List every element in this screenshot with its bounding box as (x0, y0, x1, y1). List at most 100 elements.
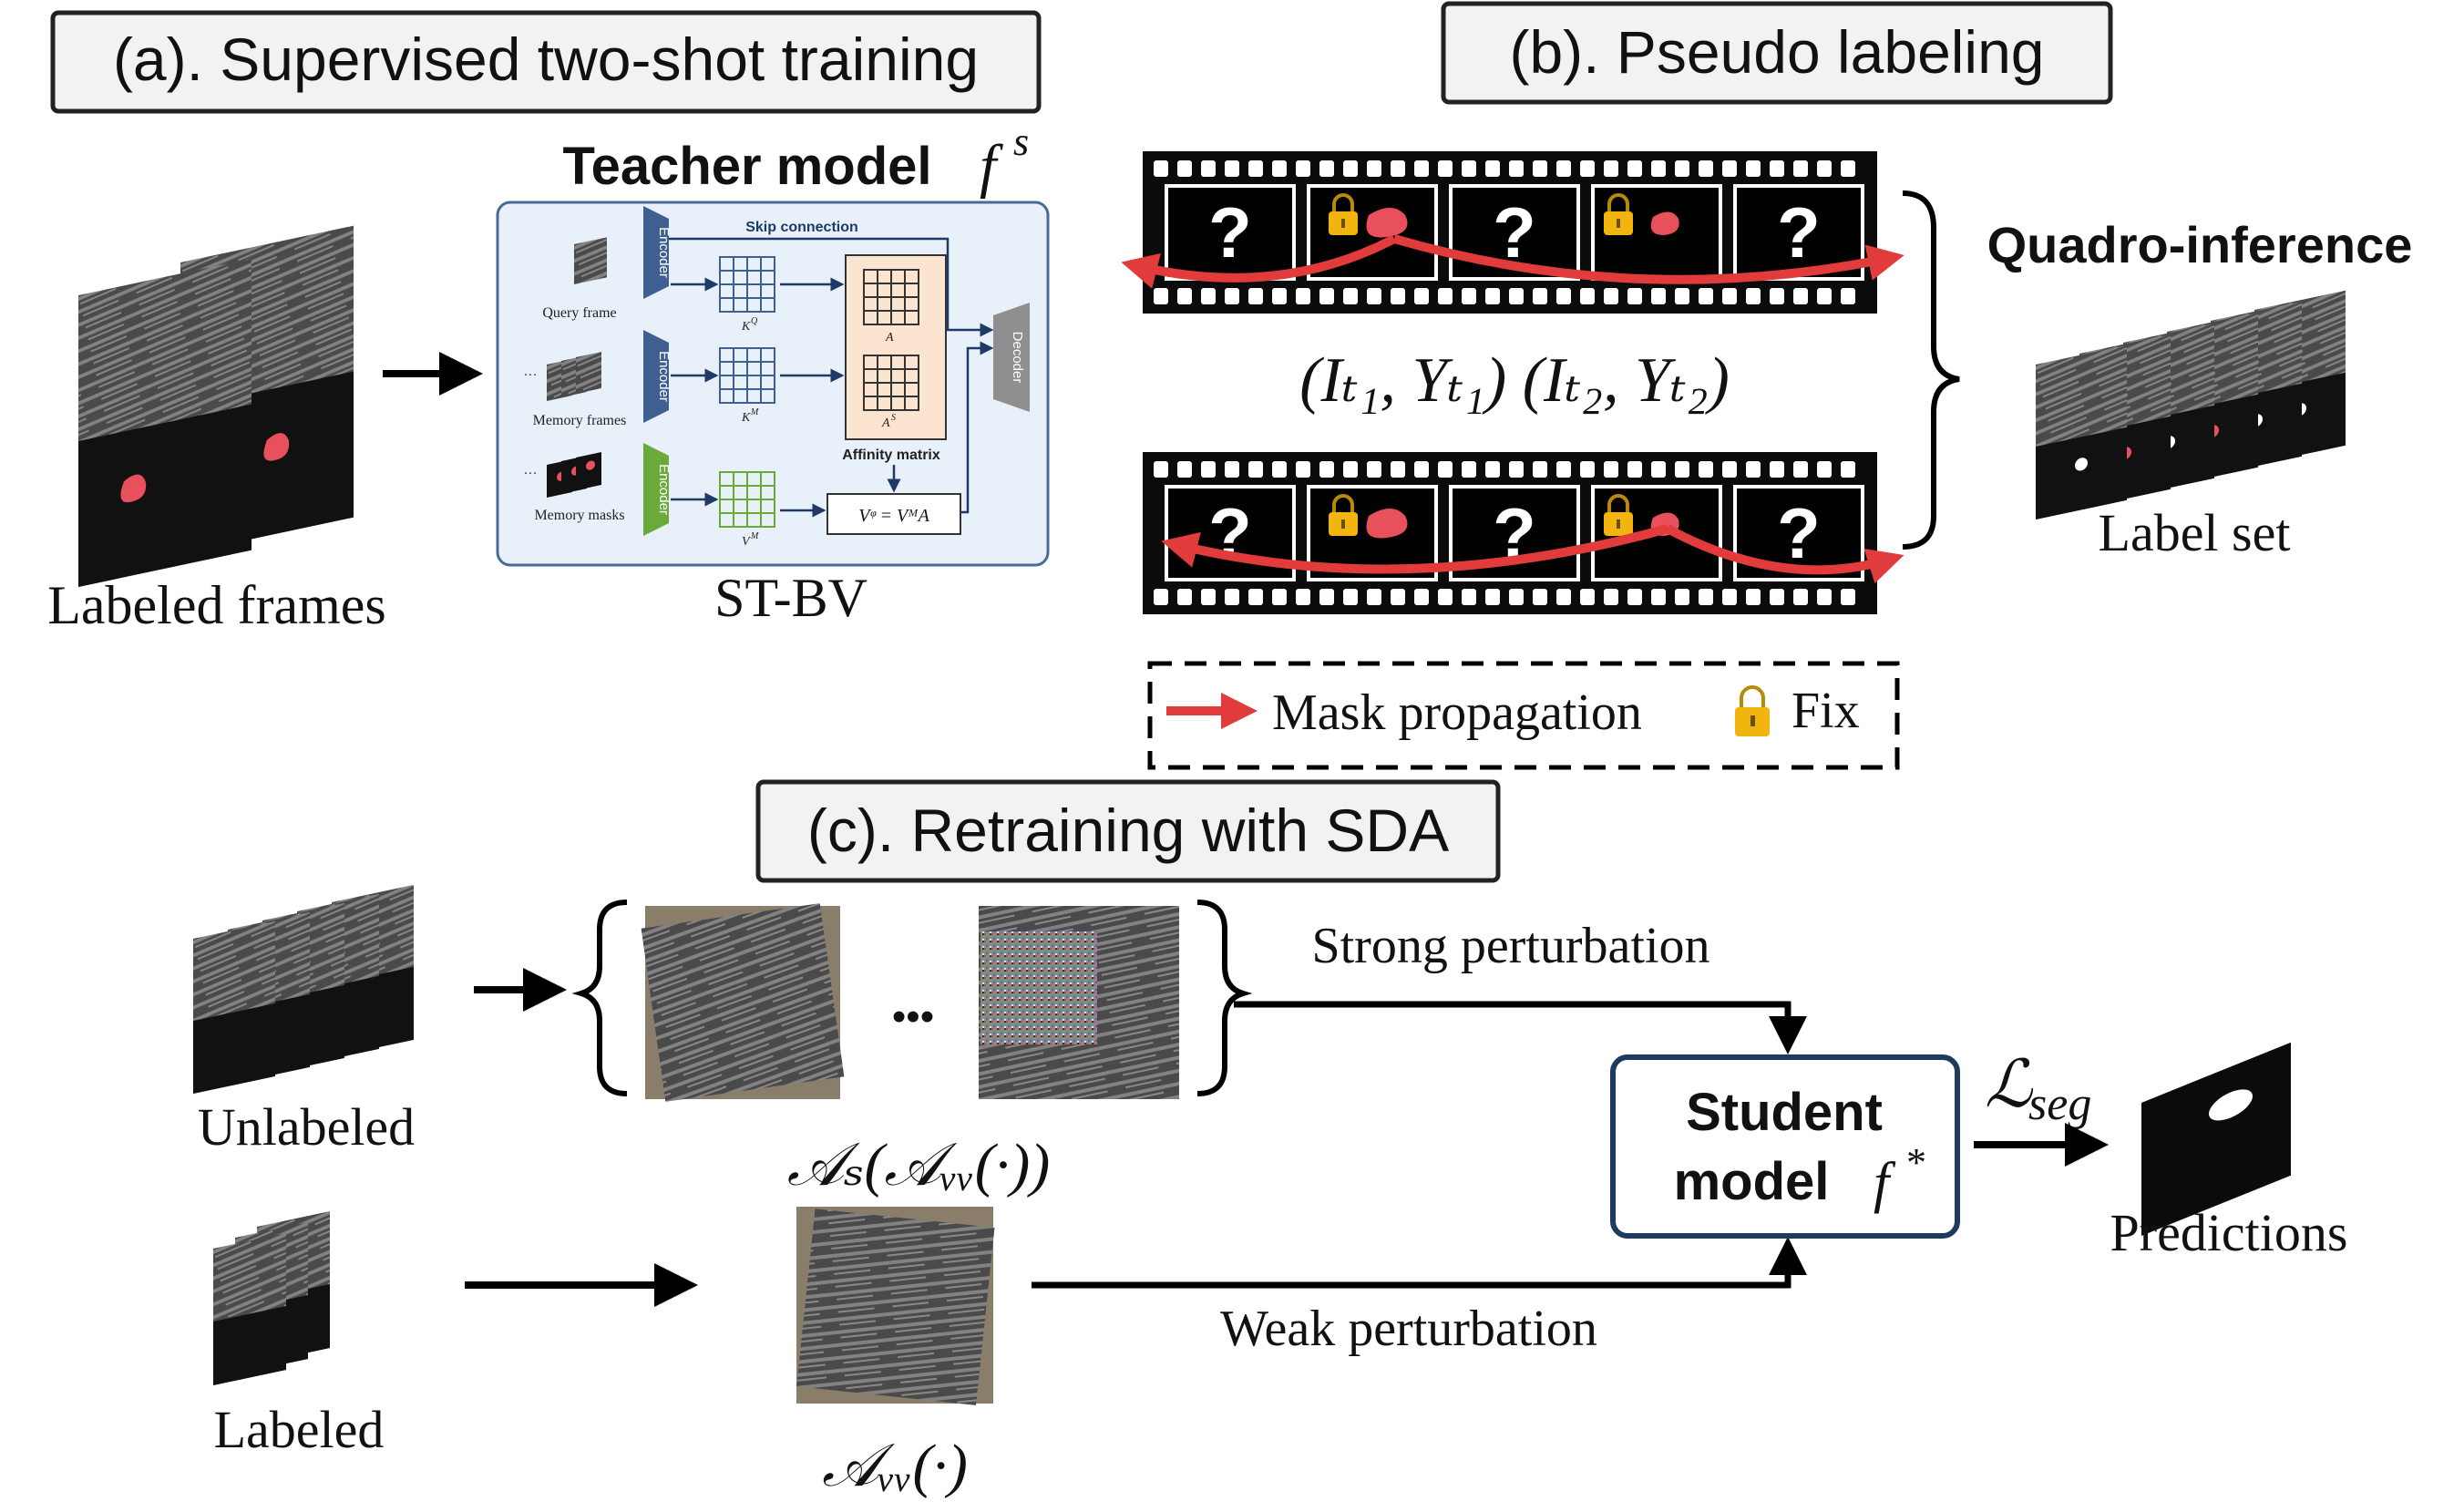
brace (1902, 190, 1960, 550)
film-sprocket-hole (1367, 461, 1381, 478)
film-sprocket-hole (1438, 160, 1453, 177)
film-sprocket-hole (1651, 288, 1666, 304)
network-name: ST-BV (714, 568, 868, 628)
film-sprocket-hole (1177, 288, 1192, 304)
panel-b-title-box (1441, 1, 2113, 105)
legend-propagation-label: Mask propagation (1272, 684, 1642, 741)
strong-aug-image-1 (641, 903, 845, 1102)
film-sprocket-hole (1675, 461, 1689, 478)
film-sprocket-hole (1414, 461, 1429, 478)
film-sprocket-hole (1154, 160, 1168, 177)
film-sprocket-hole (1817, 160, 1832, 177)
film-sprocket-hole (1746, 461, 1761, 478)
kq-grid (719, 256, 775, 313)
panel-b: (b). Pseudo labeling ? ? (1121, 1, 2413, 770)
film-sprocket-hole (1722, 461, 1737, 478)
film-sprocket-hole (1604, 589, 1618, 605)
film-strip-bottom: ? ? (1143, 452, 1904, 614)
film-sprocket-hole (1248, 589, 1263, 605)
film-sprocket-hole (1272, 589, 1287, 605)
film-sprocket-hole (1722, 589, 1737, 605)
film-sprocket-hole (1296, 288, 1310, 304)
film-sprocket-hole (1651, 589, 1666, 605)
film-sprocket-hole (1675, 160, 1689, 177)
film-sprocket-hole (1841, 461, 1855, 478)
svg-text:M: M (750, 407, 759, 417)
svg-text:Q: Q (751, 316, 758, 326)
legend: Mask propagation Fix (1147, 661, 1900, 770)
film-sprocket-hole (1746, 160, 1761, 177)
film-sprocket-hole (1604, 288, 1618, 304)
film-sprocket-hole (1817, 288, 1832, 304)
svg-text:S: S (891, 413, 896, 423)
film-sprocket-hole (1225, 160, 1239, 177)
panel-c-title-box (755, 779, 1501, 883)
film-sprocket-hole (1770, 160, 1784, 177)
film-sprocket-hole (1793, 160, 1808, 177)
film-sprocket-hole (1604, 461, 1618, 478)
film-sprocket-hole (1225, 589, 1239, 605)
mask-blob (1366, 208, 1408, 238)
svg-text:Decoder: Decoder (1010, 332, 1025, 384)
film-sprocket-hole (1485, 288, 1500, 304)
film-sprocket-hole (1272, 160, 1287, 177)
film-sprocket-hole (1556, 288, 1571, 304)
mask-blob (1366, 509, 1408, 539)
film-sprocket-hole (1367, 589, 1381, 605)
film-sprocket-hole (1533, 160, 1547, 177)
teacher-model-title: Teacher model (562, 137, 931, 196)
predictions-label: Predictions (2110, 1203, 2348, 1262)
panel-a-title-box (50, 10, 1042, 114)
film-sprocket-hole (1462, 589, 1476, 605)
film-sprocket-hole (1533, 461, 1547, 478)
svg-text:Encoder: Encoder (656, 227, 672, 278)
film-sprocket-hole (1770, 589, 1784, 605)
quadro-inference-title: Quadro-inference (1987, 216, 2413, 273)
vm-grid (719, 471, 775, 528)
encoder-mask: Encoder (643, 443, 672, 536)
ellipsis: ••• (892, 994, 934, 1039)
loss-symbol: ℒ (1985, 1048, 2034, 1121)
film-sprocket-hole (1177, 461, 1192, 478)
film-sprocket-hole (1770, 288, 1784, 304)
film-sprocket-hole (1556, 589, 1571, 605)
film-sprocket-hole (1319, 160, 1334, 177)
student-superscript: * (1906, 1140, 1926, 1185)
film-sprocket-hole (1770, 461, 1784, 478)
film-sprocket-hole (1296, 461, 1310, 478)
film-frame-1: ? (1165, 184, 1296, 281)
film-frame-5: ? (1733, 184, 1864, 281)
labeled-frames-label: Labeled frames (47, 575, 385, 635)
aw-label: 𝒜ᵥᵥ(·) (822, 1433, 968, 1499)
film-sprocket-hole (1154, 288, 1168, 304)
film-sprocket-hole (1793, 288, 1808, 304)
film-sprocket-hole (1675, 288, 1689, 304)
film-sprocket-hole (1604, 160, 1618, 177)
right-brace (1196, 900, 1253, 1096)
weak-aug-image (796, 1207, 995, 1405)
film-sprocket-hole (1438, 589, 1453, 605)
film-sprocket-hole (1343, 288, 1358, 304)
film-sprocket-hole (1225, 288, 1239, 304)
svg-text:M: M (750, 531, 759, 541)
film-sprocket-hole (1248, 461, 1263, 478)
film-sprocket-hole (1627, 589, 1642, 605)
film-sprocket-hole (1296, 160, 1310, 177)
question-mark: ? (1777, 192, 1821, 273)
propagation-arrow (1161, 524, 1669, 574)
film-sprocket-hole (1414, 160, 1429, 177)
film-sprocket-hole (1343, 160, 1358, 177)
film-sprocket-hole (1462, 461, 1476, 478)
panel-c-title: (c). Retraining with SDA (807, 797, 1449, 864)
film-sprocket-hole (1201, 160, 1216, 177)
panel-a: (a). Supervised two-shot training Labele… (47, 10, 1050, 635)
student-model-box (1610, 1054, 1960, 1239)
film-sprocket-hole (1272, 461, 1287, 478)
weak-perturbation-label: Weak perturbation (1220, 1301, 1597, 1357)
lock-icon (1329, 193, 1358, 235)
film-sprocket-hole (1485, 589, 1500, 605)
film-sprocket-hole (1651, 160, 1666, 177)
question-mark: ? (1777, 493, 1821, 573)
film-sprocket-hole (1201, 288, 1216, 304)
film-sprocket-hole (1793, 589, 1808, 605)
